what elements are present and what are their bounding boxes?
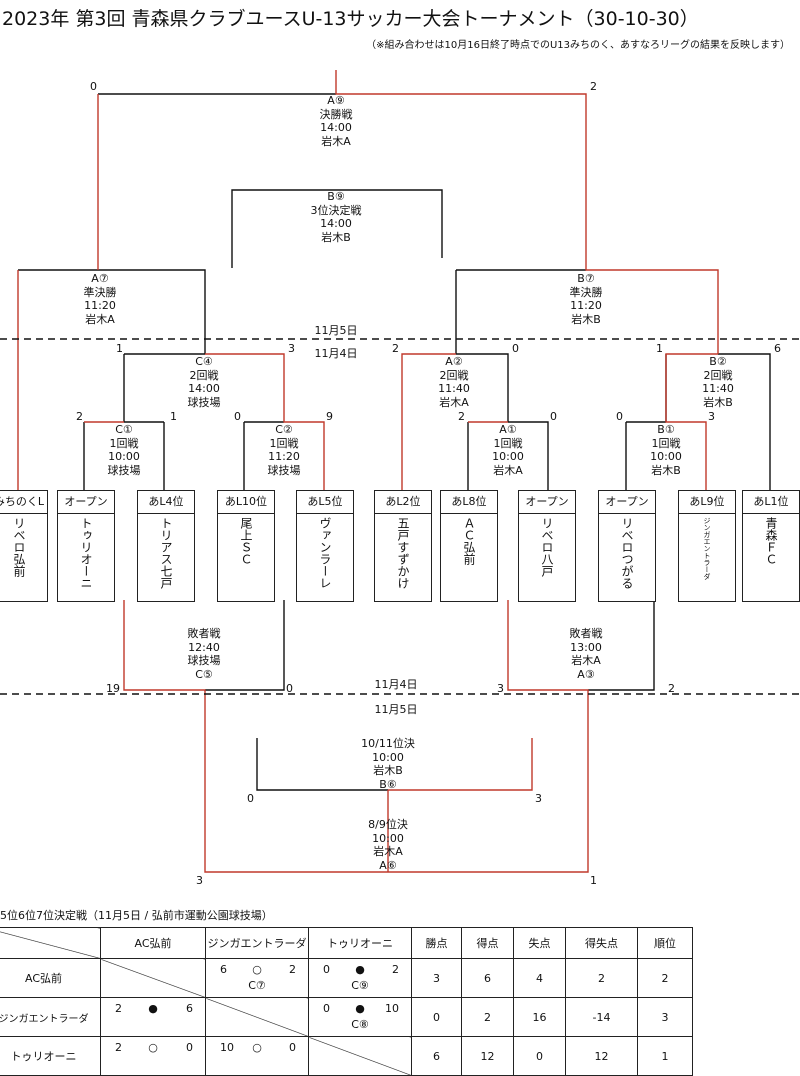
goals-against: 16 — [513, 997, 566, 1037]
score: 0 — [247, 792, 254, 805]
score: 1 — [116, 342, 123, 355]
column-header: 順位 — [637, 927, 693, 959]
self-cell — [205, 997, 309, 1037]
rank: 2 — [637, 958, 693, 998]
column-header: 失点 — [513, 927, 566, 959]
score: 3 — [288, 342, 295, 355]
rank: 1 — [637, 1036, 693, 1076]
points: 0 — [411, 997, 462, 1037]
round-robin-table: AC弘前 ジンガエントラーダ トゥリオーニ 勝点 得点 失点 得失点 順位 AC… — [0, 927, 693, 1076]
column-header: ジンガエントラーダ — [205, 927, 309, 959]
column-header: 得点 — [461, 927, 514, 959]
team-box: みちのくLリベロ弘前 — [0, 490, 48, 602]
row-team: ジンガエントラーダ — [0, 997, 101, 1037]
team-box: オープンリベロつがる — [598, 490, 656, 602]
score: 6 — [774, 342, 781, 355]
day-nov4-bottom: 11月4日 — [374, 678, 418, 691]
score: 1 — [656, 342, 663, 355]
rank: 3 — [637, 997, 693, 1037]
table-row: トゥリオーニ 2○0 10○0 6 12 0 12 1 — [0, 1036, 693, 1076]
score: 19 — [106, 682, 120, 695]
score: 0 — [616, 410, 623, 423]
goal-diff: 12 — [565, 1036, 638, 1076]
score: 3 — [497, 682, 504, 695]
self-cell — [100, 958, 206, 998]
score: 3 — [535, 792, 542, 805]
score: 2 — [590, 80, 597, 93]
team-box: あL1位青森ＦＣ — [742, 490, 800, 602]
score: 3 — [708, 410, 715, 423]
score: 1 — [590, 874, 597, 887]
points: 6 — [411, 1036, 462, 1076]
score: 3 — [196, 874, 203, 887]
score: 0 — [286, 682, 293, 695]
column-header: 勝点 — [411, 927, 462, 959]
result-cell: 2●6 — [100, 997, 206, 1037]
goal-diff: -14 — [565, 997, 638, 1037]
round-robin-title: 5位6位7位決定戦（11月5日 / 弘前市運動公園球技場） — [0, 909, 273, 922]
goals-for: 2 — [461, 997, 514, 1037]
row-team: トゥリオーニ — [0, 1036, 101, 1076]
team-box: オープンリベロ八戸 — [518, 490, 576, 602]
score: 0 — [550, 410, 557, 423]
team-box: あL10位尾上ＳＣ — [217, 490, 275, 602]
score: 0 — [512, 342, 519, 355]
goals-against: 0 — [513, 1036, 566, 1076]
column-header: 得失点 — [565, 927, 638, 959]
goal-diff: 2 — [565, 958, 638, 998]
score: 0 — [90, 80, 97, 93]
corner-cell — [0, 927, 101, 959]
team-box: あL5位ヴァンラーレ — [296, 490, 354, 602]
column-header: AC弘前 — [100, 927, 206, 959]
points: 3 — [411, 958, 462, 998]
result-cell: 10○0 — [205, 1036, 309, 1076]
goals-for: 6 — [461, 958, 514, 998]
score: 1 — [170, 410, 177, 423]
score: 2 — [392, 342, 399, 355]
page-note: （※組み合わせは10月16日終了時点でのU13みちのく、あすなろリーグの結果を反… — [366, 40, 790, 51]
score: 2 — [668, 682, 675, 695]
result-cell: 2○0 — [100, 1036, 206, 1076]
score: 0 — [234, 410, 241, 423]
page-title: 2023年 第3回 青森県クラブユースU-13サッカー大会トーナメント（30-1… — [2, 8, 699, 30]
score: 9 — [326, 410, 333, 423]
goals-for: 12 — [461, 1036, 514, 1076]
row-team: AC弘前 — [0, 958, 101, 998]
score: 2 — [458, 410, 465, 423]
team-box: あL2位五戸すずかけ — [374, 490, 432, 602]
score: 2 — [76, 410, 83, 423]
day-nov4-top: 11月4日 — [314, 347, 358, 360]
team-box: オープントゥリオーニ — [57, 490, 115, 602]
day-nov5-top: 11月5日 — [314, 324, 358, 337]
column-header: トゥリオーニ — [308, 927, 412, 959]
team-box: あL9位ジンガエントラーダ — [678, 490, 736, 602]
day-nov5-bottom: 11月5日 — [374, 703, 418, 716]
self-cell — [308, 1036, 412, 1076]
team-box: あL4位トリアス七戸 — [137, 490, 195, 602]
table-header-row: AC弘前 ジンガエントラーダ トゥリオーニ 勝点 得点 失点 得失点 順位 — [0, 927, 693, 959]
goals-against: 4 — [513, 958, 566, 998]
